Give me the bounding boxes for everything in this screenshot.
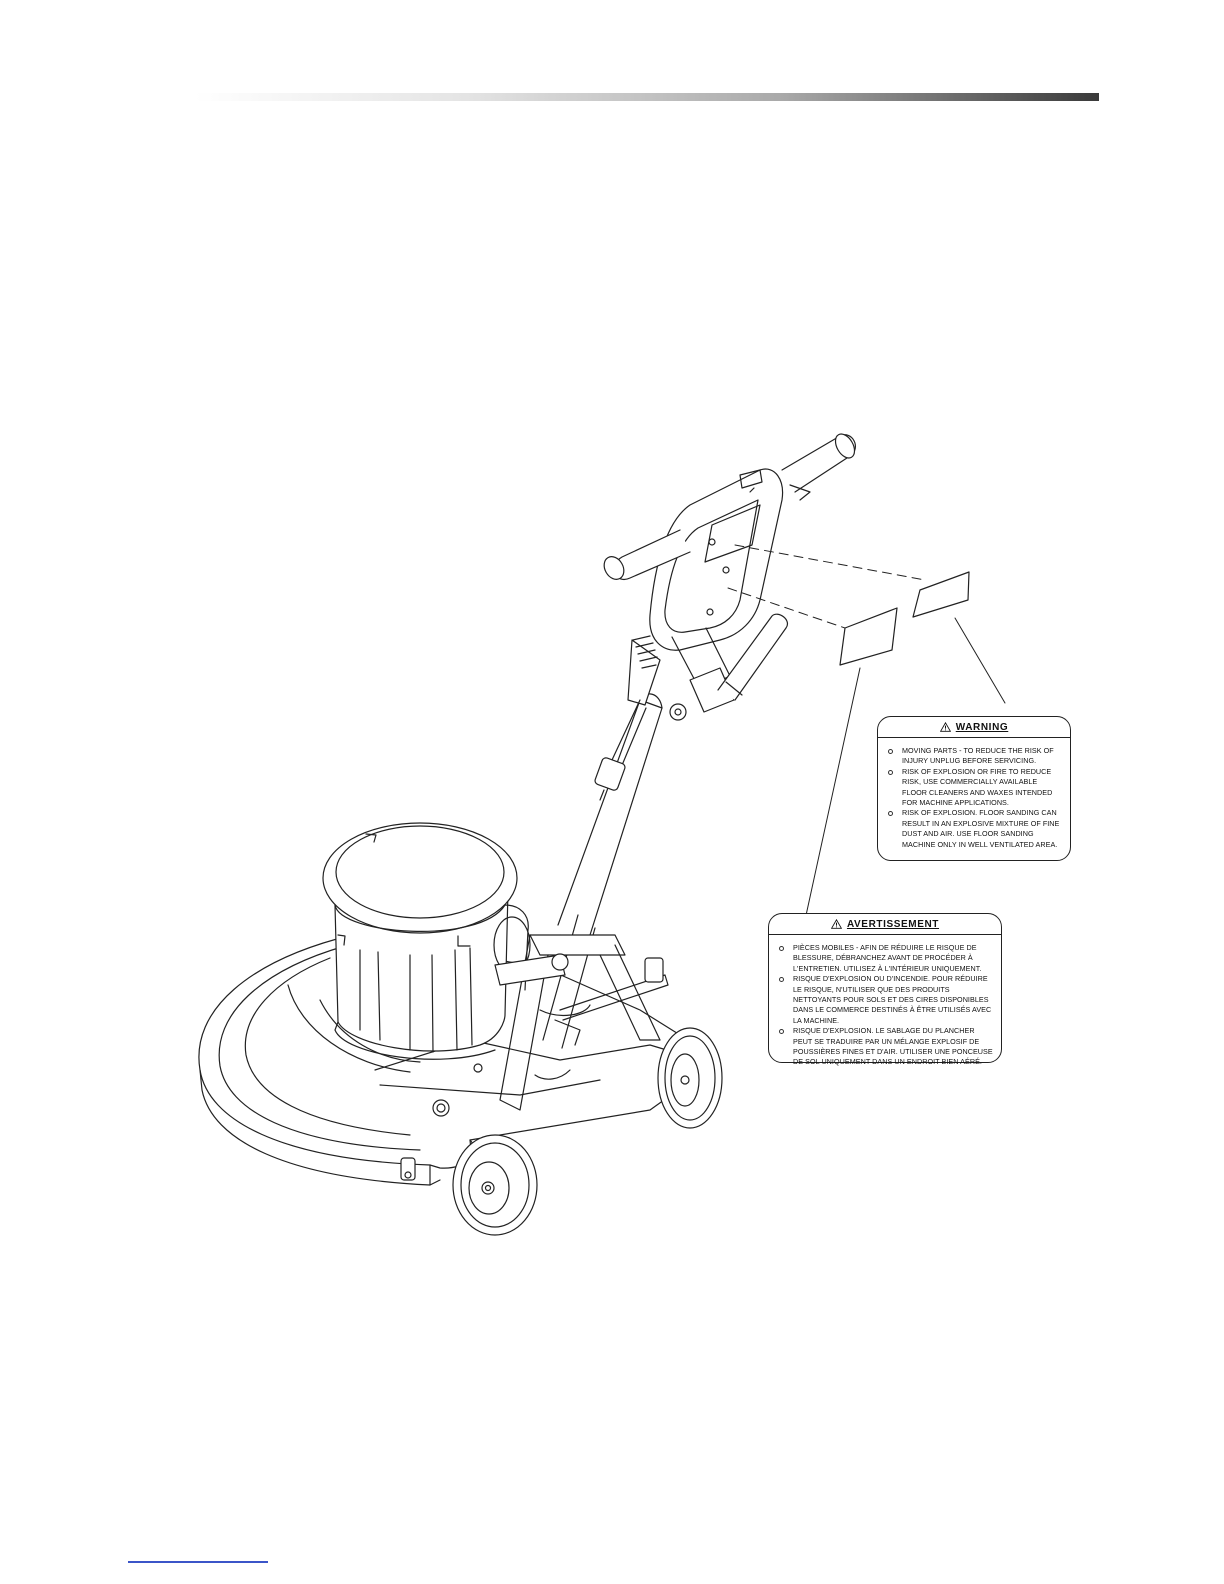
control-head — [649, 468, 784, 721]
warning-label-fr-header: AVERTISSEMENT — [769, 914, 1001, 935]
safety-lever — [717, 613, 788, 701]
warning-label-fr-list: PIÈCES MOBILES - AFIN DE RÉDUIRE LE RISQ… — [769, 935, 1001, 1074]
warning-label-en-item: RISK OF EXPLOSION. FLOOR SANDING CAN RES… — [888, 808, 1062, 850]
warning-label-en: WARNING MOVING PARTS - TO REDUCE THE RIS… — [877, 716, 1071, 861]
header-gradient-rule — [195, 93, 1099, 101]
warning-label-fr-item: RISQUE D'EXPLOSION. LE SABLAGE DU PLANCH… — [779, 1026, 993, 1068]
decal-plate-avertissement — [839, 607, 898, 666]
warning-label-en-heading: WARNING — [955, 721, 1009, 733]
motor — [322, 822, 531, 1060]
leader-lines — [804, 617, 1006, 921]
projection-lines — [727, 544, 926, 629]
warning-label-fr-item: PIÈCES MOBILES - AFIN DE RÉDUIRE LE RISQ… — [779, 943, 993, 974]
decal-plate-warning — [912, 571, 970, 618]
right-wheel — [657, 1027, 723, 1129]
footer-link-underline[interactable] — [128, 1561, 268, 1563]
handlebar-grips — [603, 433, 856, 581]
warning-label-en-header: WARNING — [878, 717, 1070, 738]
warning-triangle-icon — [830, 919, 842, 929]
warning-label-fr: AVERTISSEMENT PIÈCES MOBILES - AFIN DE R… — [768, 913, 1002, 1066]
warning-label-en-item: MOVING PARTS - TO REDUCE THE RISK OF INJ… — [888, 746, 1062, 767]
warning-label-en-list: MOVING PARTS - TO REDUCE THE RISK OF INJ… — [878, 738, 1070, 856]
left-wheel — [452, 1134, 538, 1236]
warning-label-fr-item: RISQUE D'EXPLOSION OU D'INCENDIE. POUR R… — [779, 974, 993, 1026]
handle-tube — [542, 635, 663, 1049]
warning-label-en-item: RISK OF EXPLOSION OR FIRE TO REDUCE RISK… — [888, 767, 1062, 809]
frame-yoke — [494, 934, 669, 1111]
warning-triangle-icon — [939, 722, 951, 732]
warning-label-fr-heading: AVERTISSEMENT — [846, 918, 940, 930]
decal-plates — [839, 571, 970, 666]
